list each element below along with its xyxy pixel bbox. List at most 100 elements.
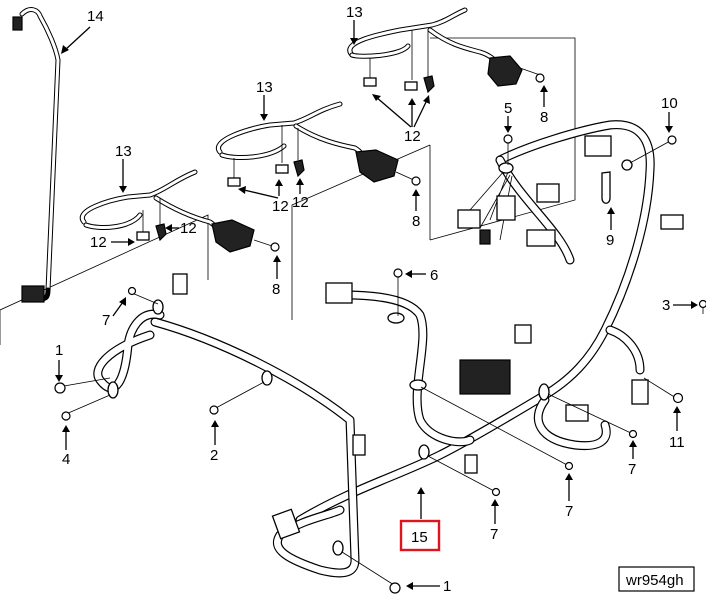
- svg-text:12: 12: [272, 198, 289, 215]
- callout-1-left[interactable]: 1: [55, 342, 63, 382]
- svg-text:8: 8: [412, 213, 420, 230]
- svg-text:8: 8: [272, 281, 280, 298]
- screw-8-middle[interactable]: [411, 176, 421, 186]
- screw-3[interactable]: [698, 299, 706, 309]
- callout-9[interactable]: 9: [606, 207, 615, 249]
- bolt-5[interactable]: [503, 134, 513, 144]
- nut-7-center[interactable]: [491, 487, 501, 497]
- relay-block: [459, 359, 511, 395]
- svg-text:10: 10: [661, 95, 678, 112]
- nut-7-upper-left[interactable]: [127, 286, 137, 296]
- sub-harness-middle[interactable]: [215, 101, 399, 187]
- accessory-lead-part-14[interactable]: [12, 7, 61, 303]
- callout-11[interactable]: 11: [669, 406, 685, 451]
- callout-12-left-lower[interactable]: 12: [90, 234, 135, 251]
- lead-top-connector: [12, 16, 23, 31]
- screw-8-left[interactable]: [270, 242, 280, 252]
- screw-8-upper[interactable]: [535, 73, 545, 83]
- mounting-tab: [387, 312, 405, 324]
- screw-10[interactable]: [667, 135, 677, 145]
- svg-text:5: 5: [504, 100, 512, 117]
- callout-14[interactable]: 14: [61, 8, 104, 54]
- harness-connector: [496, 195, 516, 221]
- harness-connector: [325, 282, 353, 304]
- callout-13-left[interactable]: 13: [115, 143, 132, 193]
- bolt-11[interactable]: [672, 392, 684, 404]
- svg-text:13: 13: [115, 143, 132, 160]
- harness-connector: [172, 273, 188, 295]
- callout-2[interactable]: 2: [210, 420, 219, 464]
- nut-4[interactable]: [61, 411, 71, 421]
- guide-plane-left: [0, 214, 209, 345]
- nut-7-center-right[interactable]: [564, 461, 574, 471]
- sub-harness-left[interactable]: [79, 169, 255, 253]
- callout-8-middle[interactable]: 8: [412, 189, 420, 230]
- lead-bottom-connector: [21, 285, 45, 303]
- svg-text:15: 15: [411, 529, 428, 546]
- retainer-clip: [227, 177, 241, 187]
- callout-12-middle-left[interactable]: 12: [238, 179, 289, 215]
- callout-12-upper[interactable]: 12: [372, 94, 430, 145]
- svg-text:9: 9: [606, 232, 614, 249]
- mounting-tab: [152, 299, 164, 315]
- retainer-clip: [293, 159, 305, 178]
- nut-2[interactable]: [209, 405, 219, 415]
- callout-13-middle[interactable]: 13: [256, 79, 273, 121]
- callout-12-left-upper[interactable]: 12: [165, 220, 197, 237]
- callout-3[interactable]: 3: [662, 297, 698, 314]
- retainer-clip: [136, 231, 150, 241]
- ground-strap-part-9[interactable]: [601, 171, 611, 204]
- mounting-tab: [621, 159, 633, 171]
- callout-1-bottom[interactable]: 1: [406, 578, 451, 595]
- callout-12-middle-right[interactable]: 12: [292, 178, 309, 211]
- harness-connector: [631, 379, 649, 405]
- callout-5[interactable]: 5: [504, 100, 512, 133]
- svg-text:14: 14: [87, 8, 104, 25]
- svg-text:4: 4: [62, 451, 70, 468]
- callout-6[interactable]: 6: [405, 267, 438, 284]
- callout-10[interactable]: 10: [661, 95, 678, 133]
- harness-connector: [514, 324, 532, 344]
- bolt-1-left[interactable]: [54, 382, 66, 394]
- svg-text:1: 1: [55, 342, 63, 359]
- mounting-tab: [538, 383, 550, 401]
- svg-text:13: 13: [346, 4, 363, 21]
- main-harness-part-15[interactable]: [93, 120, 684, 578]
- harness-connector: [536, 183, 560, 203]
- callout-7-center[interactable]: 7: [490, 499, 499, 543]
- harness-connector: [464, 454, 478, 474]
- svg-text:7: 7: [565, 503, 573, 520]
- svg-text:12: 12: [292, 194, 309, 211]
- left-sensor-connector: [211, 219, 255, 253]
- callout-7-upper-left[interactable]: 7: [102, 297, 126, 329]
- callout-7-right[interactable]: 7: [628, 440, 637, 478]
- nut-7-right[interactable]: [628, 429, 638, 439]
- callout-8-left[interactable]: 8: [272, 255, 281, 298]
- bolt-1-bottom[interactable]: [389, 582, 401, 594]
- retainer-clip: [275, 164, 289, 174]
- middle-sensor-connector: [355, 149, 399, 183]
- callout-8-upper[interactable]: 8: [540, 85, 548, 126]
- svg-text:7: 7: [102, 312, 110, 329]
- harness-connector: [526, 229, 556, 247]
- svg-text:7: 7: [628, 461, 636, 478]
- highlight-box: [399, 519, 441, 552]
- callout-13-upper[interactable]: 13: [346, 4, 363, 45]
- svg-text:12: 12: [404, 128, 421, 145]
- svg-text:8: 8: [540, 109, 548, 126]
- svg-text:2: 2: [210, 447, 218, 464]
- mounting-tab: [332, 540, 344, 556]
- retainer-clip: [423, 75, 435, 94]
- harness-connector: [457, 209, 481, 229]
- callout-7-center-right[interactable]: 7: [565, 473, 573, 520]
- svg-text:11: 11: [669, 434, 685, 451]
- reference-code-box: [618, 566, 695, 592]
- callouts: 14 13 13 13 12: [55, 4, 698, 595]
- harness-connector: [660, 214, 684, 230]
- reference-code: wr954gh: [618, 566, 695, 592]
- retainer-clip: [363, 77, 377, 87]
- sub-harness-upper[interactable]: [347, 7, 523, 94]
- callout-15[interactable]: 15: [399, 487, 441, 552]
- bolt-6[interactable]: [393, 268, 403, 278]
- callout-4[interactable]: 4: [62, 425, 70, 468]
